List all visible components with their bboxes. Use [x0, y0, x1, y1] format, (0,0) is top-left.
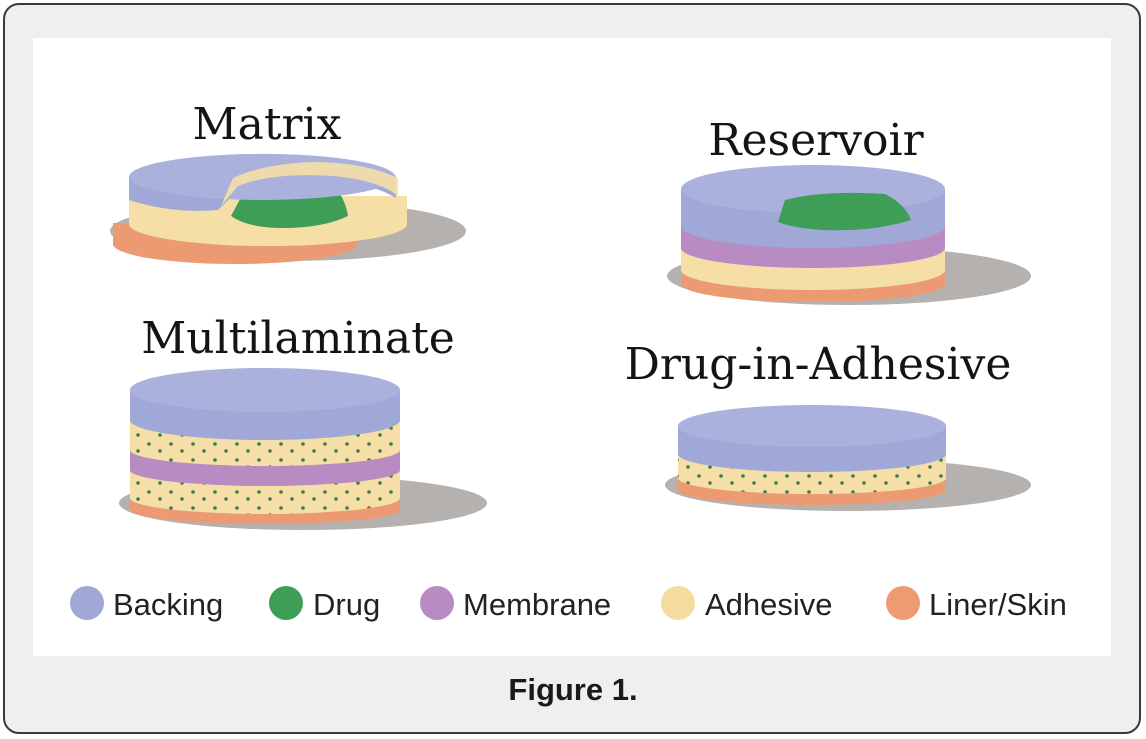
legend-label-liner-skin: Liner/Skin [929, 587, 1067, 622]
multilaminate-title: Multilaminate [141, 313, 455, 364]
drug-in-adhesive-title: Drug-in-Adhesive [625, 339, 1012, 390]
matrix-patch-diagram: Matrix [110, 99, 466, 264]
multilaminate-backing-top [130, 368, 400, 412]
reservoir-patch-diagram: Reservoir [667, 115, 1031, 305]
legend-item-drug: Drug [269, 586, 380, 622]
legend-item-backing: Backing [70, 586, 223, 622]
drug-in-adhesive-patch-diagram: Drug-in-Adhesive [625, 339, 1031, 511]
legend-swatch-drug [269, 586, 303, 620]
legend-label-adhesive: Adhesive [705, 587, 833, 622]
legend-swatch-adhesive [661, 586, 695, 620]
legend-item-adhesive: Adhesive [661, 586, 833, 622]
drug-in-adhesive-backing-top [678, 405, 946, 447]
reservoir-drug-core [778, 192, 911, 231]
legend-swatch-backing [70, 586, 104, 620]
legend: Backing Drug Membrane Adhesive Liner/Ski… [70, 586, 1067, 622]
legend-swatch-membrane [420, 586, 454, 620]
matrix-cutaway [221, 162, 398, 206]
reservoir-title: Reservoir [708, 115, 924, 166]
legend-swatch-liner-skin [886, 586, 920, 620]
legend-item-liner-skin: Liner/Skin [886, 586, 1067, 622]
matrix-title: Matrix [193, 99, 342, 150]
legend-item-membrane: Membrane [420, 586, 611, 622]
multilaminate-patch-diagram: Multilaminate [119, 313, 487, 530]
figure-panel: Matrix Reservoir Multilaminate Drug-in-A… [33, 38, 1111, 656]
legend-label-backing: Backing [113, 587, 223, 622]
legend-label-membrane: Membrane [463, 587, 611, 622]
figure-caption: Figure 1. [508, 672, 638, 707]
legend-label-drug: Drug [313, 587, 380, 622]
